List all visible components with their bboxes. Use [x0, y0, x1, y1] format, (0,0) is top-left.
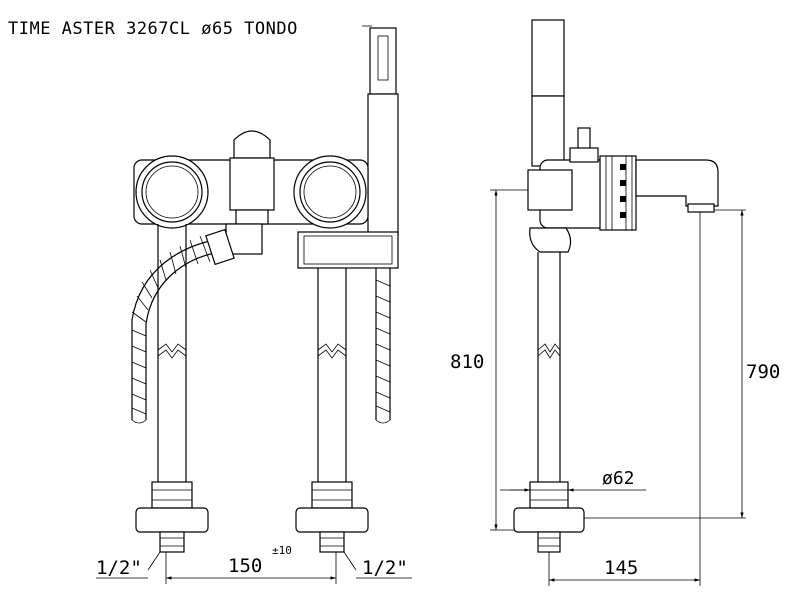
hand-shower	[297, 27, 399, 269]
side-mixer-body	[527, 127, 719, 253]
left-supply-pipe	[135, 224, 209, 553]
drawing-title: TIME ASTER 3267CL ø65 TONDO	[8, 19, 298, 39]
projection-label: 145	[604, 557, 638, 579]
height-total-label: 810	[450, 351, 484, 373]
spacing-tolerance-label: ±10	[272, 544, 292, 557]
side-dimensions	[490, 189, 746, 586]
spacing-label: 150	[228, 555, 262, 577]
shower-hose-right	[375, 268, 391, 424]
right-supply-pipe	[295, 268, 369, 553]
front-view: 1/2" 150 ±10 1/2"	[96, 27, 412, 584]
side-supply-pipe	[513, 252, 585, 553]
diameter-label: ø62	[602, 468, 635, 489]
right-thread-label: 1/2"	[362, 557, 408, 579]
mixer-body	[133, 130, 369, 255]
height-spout-label: 790	[746, 361, 780, 383]
left-thread-label: 1/2"	[96, 557, 142, 579]
side-view: 810 790 ø62 145	[450, 19, 780, 586]
shower-hose-left	[131, 228, 235, 424]
side-hand-shower	[531, 19, 565, 97]
front-dimensions	[96, 551, 412, 584]
